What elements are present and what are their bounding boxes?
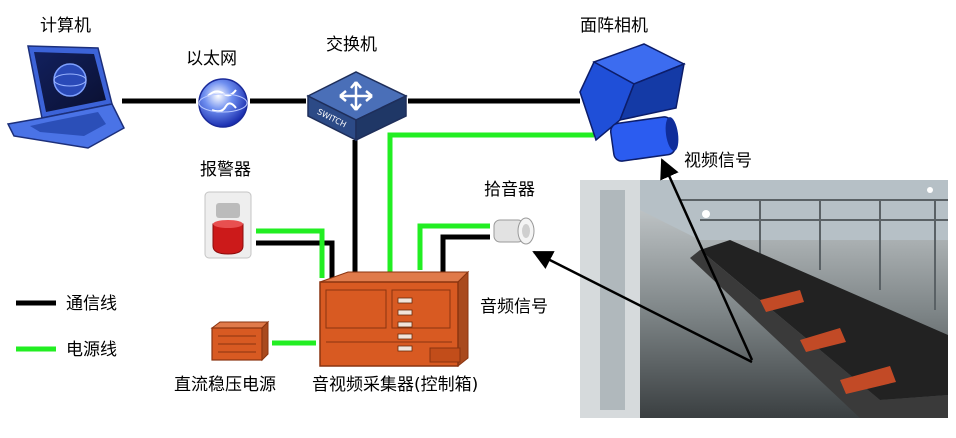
label-collector: 音视频采集器(控制箱) (312, 375, 478, 395)
comm-line-alarm-collector (256, 240, 335, 278)
comm-lines (122, 98, 580, 278)
power-supply-icon (210, 320, 270, 362)
label-ethernet: 以太网 (186, 49, 237, 69)
collector-box-icon (319, 270, 470, 368)
label-alarm: 报警器 (200, 160, 251, 180)
legend-power-label: 电源线 (66, 340, 117, 360)
power-line-camera-collector (387, 132, 594, 272)
conveyor-photo (580, 180, 948, 418)
label-video-signal: 视频信号 (684, 151, 752, 171)
video-signal-arrow (660, 158, 754, 361)
legend: 通信线 电源线 (16, 294, 117, 360)
power-line-pickup-collector (417, 223, 490, 270)
audio-signal-arrow (532, 250, 753, 364)
legend-comm-label: 通信线 (66, 294, 117, 314)
label-switch: 交换机 (326, 35, 377, 55)
globe-icon (198, 78, 248, 128)
switch-icon: SWITCH (306, 71, 408, 142)
comm-line-pickup-collector (440, 234, 490, 272)
label-pickup: 拾音器 (484, 180, 535, 200)
camera-icon (579, 43, 686, 162)
power-lines (256, 132, 594, 346)
laptop-icon (6, 45, 125, 149)
power-line-alarm-collector (256, 228, 325, 278)
label-audio-signal: 音频信号 (480, 297, 548, 317)
alarm-icon (204, 191, 252, 259)
microphone-icon (493, 217, 535, 245)
label-camera: 面阵相机 (580, 16, 648, 36)
label-computer: 计算机 (40, 16, 91, 36)
label-power-supply: 直流稳压电源 (174, 375, 276, 395)
